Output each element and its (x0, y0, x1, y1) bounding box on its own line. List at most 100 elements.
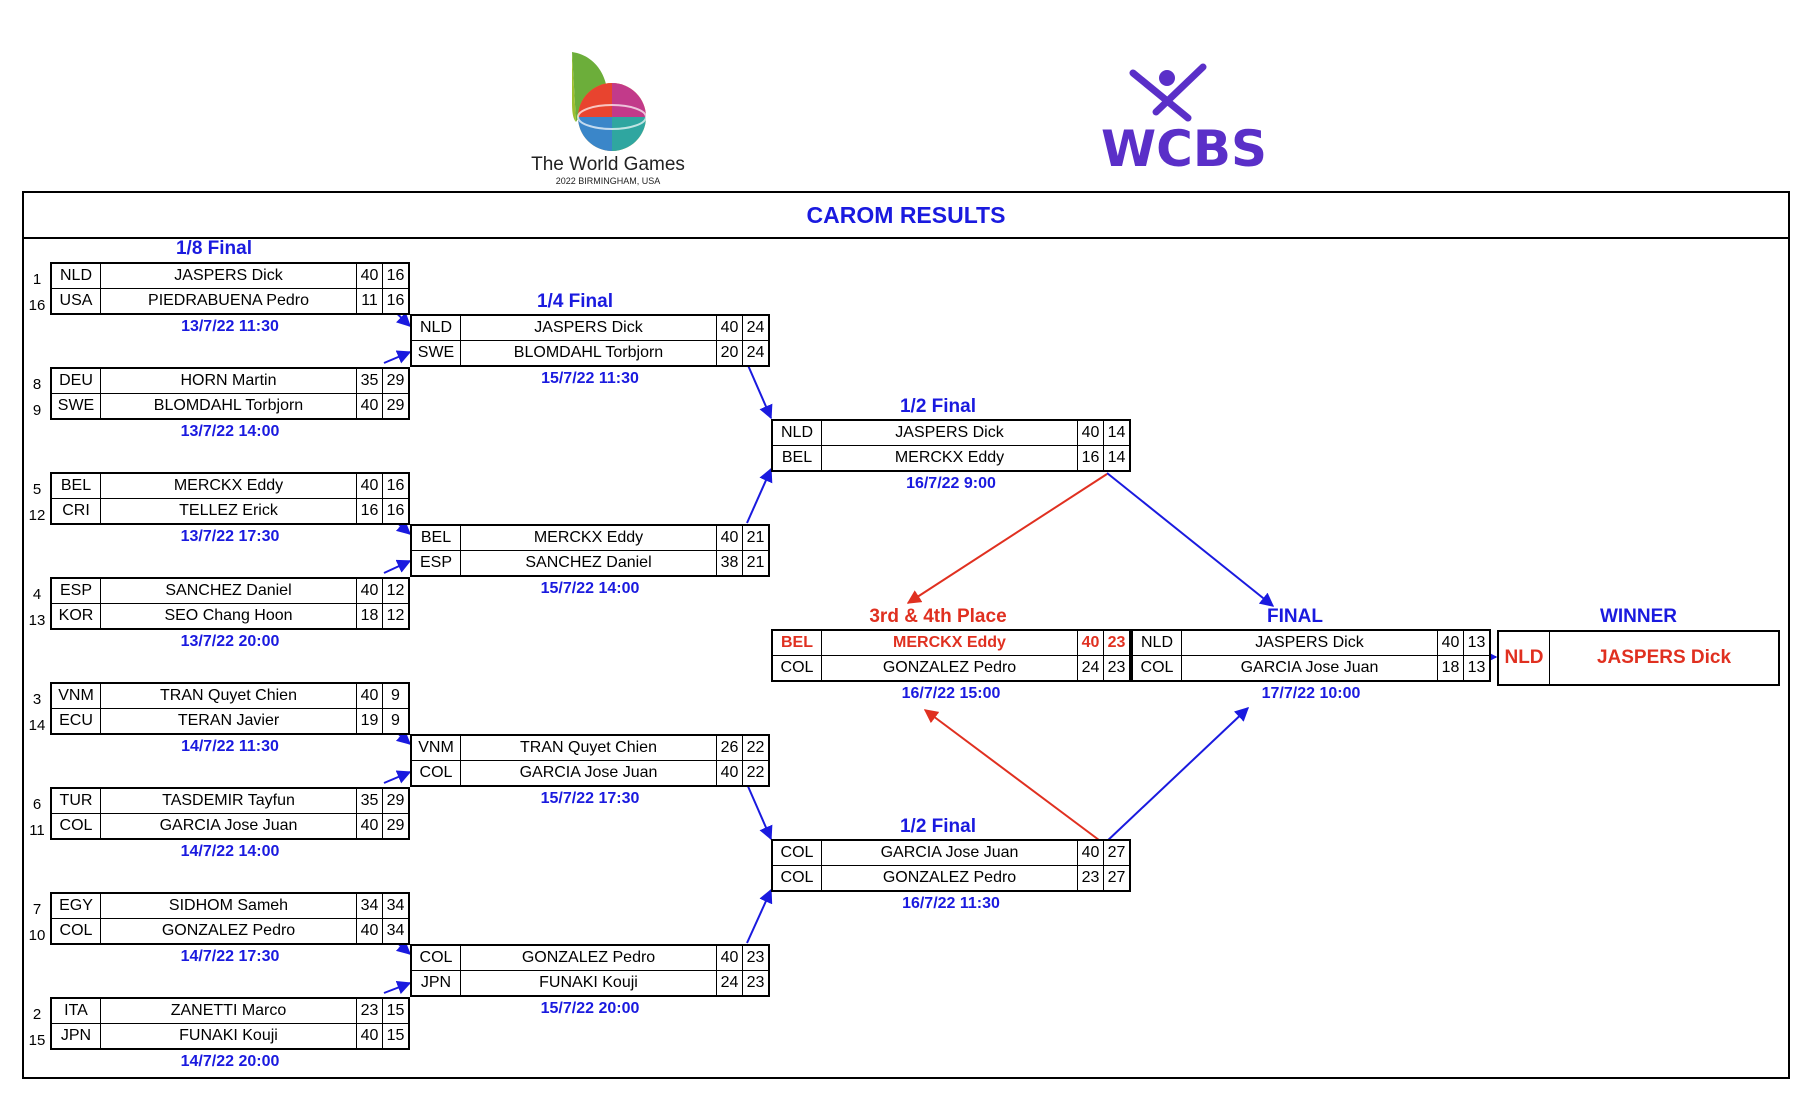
seed-number: 7 (32, 901, 42, 918)
seed-number: 5 (32, 481, 42, 498)
innings: 13 (1467, 634, 1486, 651)
country-code: COL (52, 919, 101, 943)
match-time: 13/7/22 14:00 (180, 423, 280, 440)
country-code: BEL (52, 474, 101, 498)
player-name: TERAN Javier (101, 709, 357, 733)
innings: 29 (386, 397, 405, 414)
score: 40 (1438, 631, 1464, 655)
score: 40 (717, 316, 743, 340)
seed-number: 3 (32, 691, 42, 708)
player-name: ZANETTI Marco (101, 999, 357, 1023)
match-time: 14/7/22 14:00 (180, 843, 280, 860)
match-time: 14/7/22 20:00 (180, 1053, 280, 1070)
round-label-final: FINAL (1267, 606, 1323, 627)
match-time: 13/7/22 11:30 (181, 318, 279, 335)
country-code: JPN (52, 1024, 101, 1048)
country-code: BEL (773, 446, 822, 470)
match-time: 14/7/22 17:30 (180, 948, 280, 965)
winner-country-code: NLD (1499, 632, 1550, 684)
country-code: NLD (1133, 631, 1182, 655)
score: 40 (357, 394, 383, 418)
seed-number: 10 (28, 927, 46, 944)
winner-player-name: JASPERS Dick (1596, 647, 1732, 668)
score: 16 (357, 499, 383, 523)
seed-number: 1 (32, 271, 42, 288)
round-label-winner: WINNER (1599, 606, 1678, 627)
country-code: COL (412, 946, 461, 970)
innings: 22 (746, 764, 765, 781)
player-name: JASPERS Dick (1182, 631, 1438, 655)
match-time: 15/7/22 17:30 (540, 790, 640, 807)
results-frame (22, 191, 1790, 1079)
player-name: GONZALEZ Pedro (822, 656, 1078, 680)
innings: 15 (386, 1027, 405, 1044)
innings: 34 (386, 897, 405, 914)
player-name: SANCHEZ Daniel (461, 551, 717, 575)
match-time: 14/7/22 11:30 (181, 738, 279, 755)
winner-box: NLD JASPERS Dick (1497, 630, 1780, 686)
country-code: KOR (52, 604, 101, 628)
round-label-qf: 1/4 Final (536, 291, 614, 312)
player-name: PIEDRABUENA Pedro (101, 289, 357, 313)
score: 40 (357, 264, 383, 288)
country-code: VNM (412, 736, 461, 760)
player-name: BLOMDAHL Torbjorn (461, 341, 717, 365)
world-games-logo: The World Games 2022 BIRMINGHAM, USA (531, 52, 685, 186)
innings: 22 (746, 739, 765, 756)
wcbs-figure-head (1159, 70, 1175, 86)
seed-number: 15 (28, 1032, 46, 1049)
country-code: SWE (52, 394, 101, 418)
player-name: JASPERS Dick (101, 264, 357, 288)
innings: 16 (386, 267, 405, 284)
innings: 24 (746, 344, 765, 361)
score: 40 (357, 1024, 383, 1048)
player-name: GARCIA Jose Juan (1182, 656, 1438, 680)
wcbs-logo: WCBS (1101, 63, 1267, 178)
seed-number: 2 (32, 1006, 42, 1023)
player-name: MERCKX Eddy (822, 446, 1078, 470)
score: 40 (357, 919, 383, 943)
innings: 29 (386, 372, 405, 389)
innings: 15 (386, 1002, 405, 1019)
score: 24 (717, 971, 743, 995)
score: 40 (357, 474, 383, 498)
world-games-logo-name: The World Games (531, 154, 685, 175)
player-name: FUNAKI Kouji (101, 1024, 357, 1048)
round-label-sf2: 1/2 Final (899, 816, 977, 837)
innings: 23 (1107, 634, 1126, 651)
wcbs-logo-name: WCBS (1101, 120, 1267, 178)
seed-number: 6 (32, 796, 42, 813)
player-name: BLOMDAHL Torbjorn (101, 394, 357, 418)
score: 23 (1078, 866, 1104, 890)
